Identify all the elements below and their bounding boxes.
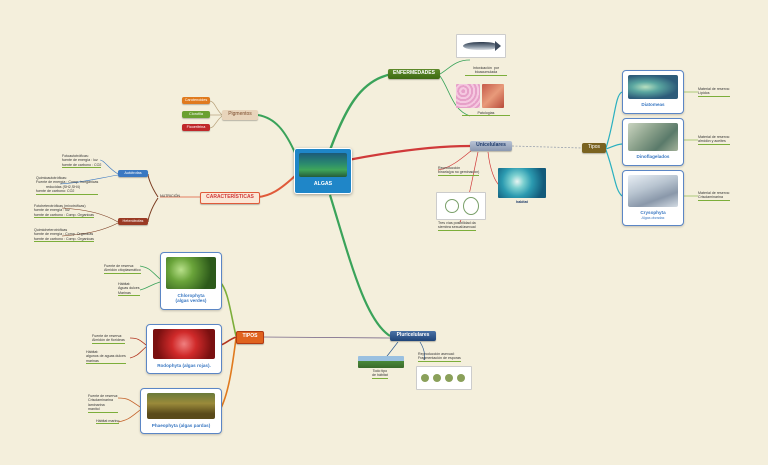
red-algae-photo-icon xyxy=(153,329,215,359)
autotrofas-node[interactable]: Autótrofas xyxy=(118,170,148,177)
unicelulares-node[interactable]: Unicelulares xyxy=(470,141,512,151)
diatomeas-note: Material de reserva: Lípidos xyxy=(698,87,730,97)
rodophyta-note-1: Fuente de reserva: Almidón de florídeas xyxy=(92,334,125,344)
pigment-clorofila[interactable]: Clorofila xyxy=(182,111,210,118)
chlorophyta-card[interactable]: Chlorophyta (algas verdes) xyxy=(160,252,222,310)
habitat-label: habitat xyxy=(516,200,528,204)
pigmentos-node[interactable]: Pigmentos xyxy=(222,110,258,120)
intoxicacion-text: Intoxicación por bioacumulada xyxy=(465,66,507,76)
phaeophyta-card[interactable]: Phaeophyta (algas pardas) xyxy=(140,388,222,434)
ocean-satellite-photo-icon xyxy=(498,168,546,198)
reproduccion-asexual-text: Reproducción asexual: Fragmentación de e… xyxy=(418,352,461,362)
todo-tipo-habitat-text: Todo tipo de hábitat xyxy=(372,369,388,379)
heterotrofas-node[interactable]: Heterótrofas xyxy=(118,218,148,225)
green-algae-photo-icon xyxy=(166,257,216,289)
caracteristicas-node[interactable]: CARACTERÍSTICAS xyxy=(200,192,260,204)
diatom-photo-icon xyxy=(628,75,678,99)
rodophyta-label: Rodophyta (algas rojas). xyxy=(157,363,211,368)
tissue-photo-icon xyxy=(456,84,480,108)
chlorophyta-label: Chlorophyta (algas verdes) xyxy=(175,293,207,304)
fotoheterotroficas-text: Fotoheterotróficas (mixotróficas) fuente… xyxy=(34,204,94,219)
seaweed-photo-icon xyxy=(299,153,347,177)
chlorophyta-note-1: Fuente de reserva: Almidón citoplasmátic… xyxy=(104,264,141,274)
fotoautotroficas-text: Fotoautotróficas: fuente de energía : lu… xyxy=(62,154,102,169)
crysophyta-note: Material de reserva: Crisolaminarina xyxy=(698,191,730,201)
crysophyta-sub: Algas doradas xyxy=(641,216,665,220)
ciclo-text: Tres vías posibilidad da siembra sexual/… xyxy=(438,221,476,231)
patologias-text: Patologías xyxy=(462,111,510,117)
phaeophyta-note-2: Hábitat marino xyxy=(96,419,120,425)
quimioheterotroficas-text: Quimioheterotróficas fuente de energía :… xyxy=(34,228,94,243)
central-title: ALGAS xyxy=(313,181,333,187)
rodophyta-note-2: Hábitat: algunos de aguas dulces marinas xyxy=(86,350,126,365)
dinoflagelados-note: Material de reserva: almidón y aceites xyxy=(698,135,730,145)
crysophyta-label: Crysophyta xyxy=(640,210,666,215)
hand-rash-photo-icon xyxy=(482,84,504,108)
reproduccion-binaria-text: Reproducción binaria(ya no geminacion) xyxy=(438,166,480,176)
crysophyta-photo-icon xyxy=(628,175,678,207)
diatomeas-label: Diatomeas xyxy=(641,102,665,107)
pluricelulares-node[interactable]: Pluricelulares xyxy=(390,331,436,341)
dinoflagellate-photo-icon xyxy=(628,123,678,151)
tuna-fish-photo-icon xyxy=(456,34,506,58)
spores-photo-icon xyxy=(416,366,472,390)
cell-diagram-photo-icon xyxy=(436,192,486,220)
brown-algae-photo-icon xyxy=(147,393,215,419)
dinoflagelados-card[interactable]: Dinoflagelados xyxy=(622,118,684,166)
enfermedades-node[interactable]: ENFERMEDADES xyxy=(388,69,440,79)
phaeophyta-label: Phaeophyta (algas pardas) xyxy=(151,423,211,428)
tipos-uni-node[interactable]: Tipos xyxy=(582,143,606,153)
diatomeas-card[interactable]: Diatomeas xyxy=(622,70,684,114)
landscape-photo-icon xyxy=(358,356,404,368)
rodophyta-card[interactable]: Rodophyta (algas rojas). xyxy=(146,324,222,374)
phaeophyta-note-1: Fuente de reserva: Crisolaminarina lamin… xyxy=(88,394,119,413)
nutricion-label: NUTRICIÓN xyxy=(160,194,180,198)
central-node[interactable]: ALGAS xyxy=(294,148,352,194)
crysophyta-card[interactable]: Crysophyta Algas doradas xyxy=(622,170,684,226)
tipos-node[interactable]: TIPOS xyxy=(236,331,264,344)
dinoflagelados-label: Dinoflagelados xyxy=(636,154,670,159)
pigment-carotenoides[interactable]: Carotenoides xyxy=(182,97,210,104)
chlorophyta-note-2: Hábitat: Aguas dulces Marinas xyxy=(118,282,140,297)
pigment-ficoeritrina[interactable]: Ficoeritrina xyxy=(182,124,210,131)
quimioautotroficas-text: Quimioautotróficas: Fuente de energía : … xyxy=(36,176,99,195)
